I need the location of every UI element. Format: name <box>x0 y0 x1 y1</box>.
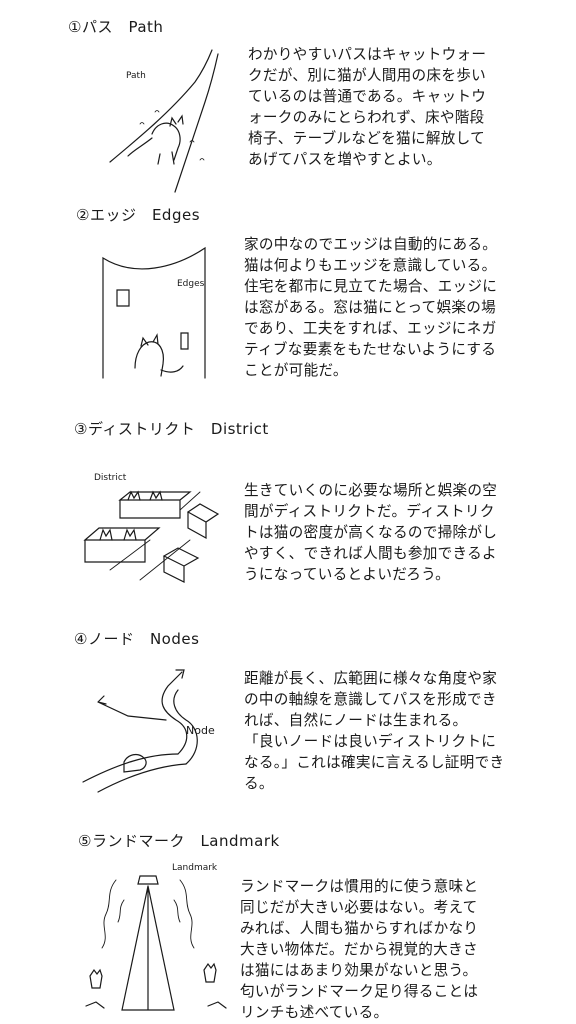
heading-landmark: ⑤ランドマーク Landmark <box>78 832 280 850</box>
section-landmark: ⑤ランドマーク Landmark Landmark ランドマークは慣用的に使う意… <box>0 820 576 1024</box>
edges-label: Edges <box>177 279 205 289</box>
node-label: Node <box>186 724 215 737</box>
path-label: Path <box>126 71 146 81</box>
heading-path: ①パス Path <box>68 18 164 36</box>
section-edges: ②エッジ Edges Edges 家の中なのでエッジは自動的にある。 猫は何より… <box>0 200 576 410</box>
text-district: 生きていくのに必要な場所と娯楽の空 間がディストリクトだ。ディストリク トは猫の… <box>244 482 498 583</box>
section-nodes: ④ノード Nodes Node 距離が長く、広範囲に様々な角度や家 の中の軸線を… <box>0 620 576 820</box>
text-landmark: ランドマークは慣用的に使う意味と 同じだが大きい必要はない。考えて みれば、人間… <box>240 878 479 1021</box>
heading-edges: ②エッジ Edges <box>76 206 201 224</box>
text-path: わかりやすいパスはキャットウォー クだが、別に猫が人間用の床を歩い ているのは普… <box>248 46 487 168</box>
text-nodes: 距離が長く、広範囲に様々な角度や家 の中の軸線を意識してパスを形成でき れば、自… <box>244 670 505 792</box>
text-edges: 家の中なのでエッジは自動的にある。 猫は何よりもエッジを意識している。 住宅を都… <box>244 236 498 379</box>
district-label: District <box>94 473 127 483</box>
landmark-illustration-icon: Landmark <box>76 860 236 1020</box>
section-district: ③ディストリクト District District 生きていくのに必要な場所と… <box>0 410 576 620</box>
heading-nodes: ④ノード Nodes <box>74 630 200 648</box>
landmark-label: Landmark <box>172 863 218 873</box>
heading-district: ③ディストリクト District <box>74 420 269 438</box>
edges-illustration-icon: Edges <box>95 238 225 388</box>
node-illustration-icon: Node <box>78 664 228 794</box>
section-path: ①パス Path Path わかりやすいパスはキャットウォー クだが、別に猫が人… <box>0 0 576 200</box>
path-illustration-icon: Path <box>100 42 230 197</box>
district-illustration-icon: District <box>80 470 230 600</box>
